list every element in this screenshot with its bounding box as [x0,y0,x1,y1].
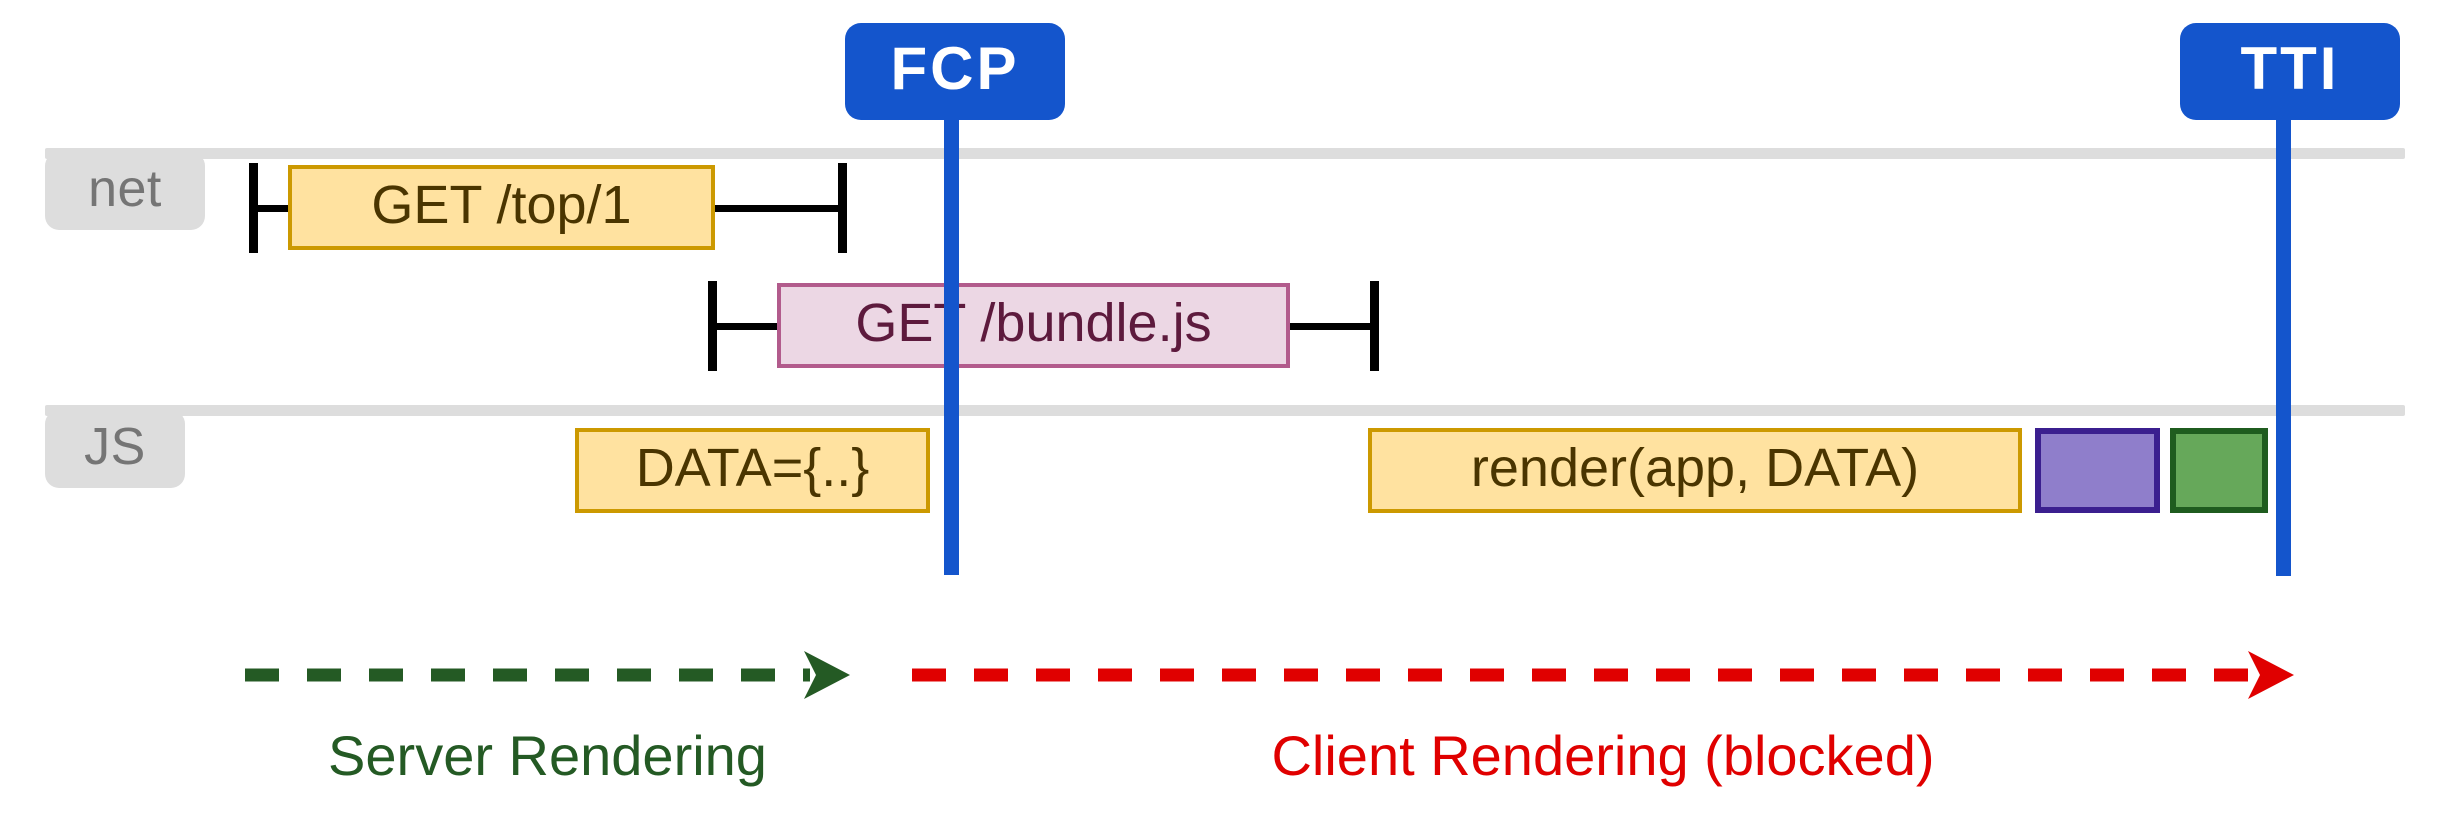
whisker-stem-right [715,204,838,212]
task-bar-get-bundle[interactable]: GET /bundle.js [777,283,1290,368]
tti-marker-line [2276,105,2291,576]
task-bar-render-call[interactable]: render(app, DATA) [1368,428,2022,513]
server-rendering-label: Server Rendering [328,724,767,787]
whisker-cap-right [838,162,847,253]
task-bar-data-assign[interactable]: DATA={..} [575,428,930,513]
whisker-stem-left [253,204,288,212]
server-rendering-arrow [245,651,850,699]
tti-badge[interactable]: TTI [2180,23,2400,120]
fcp-badge[interactable]: FCP [845,23,1065,120]
lane-label-js: JS [45,410,185,488]
lane-line-js [45,405,2405,416]
task-bar-label: GET /bundle.js [855,293,1212,353]
lane-label-net: net [45,152,205,230]
task-bar-label: render(app, DATA) [1470,438,1920,498]
task-bar-green-task[interactable] [2170,428,2268,513]
task-bar-label: GET /top/1 [371,175,632,235]
task-bar-get-top[interactable]: GET /top/1 [288,165,715,250]
client-rendering-arrow [912,651,2294,699]
whisker-stem-left [712,322,777,330]
client-rendering-label: Client Rendering (blocked) [1271,724,1935,787]
whisker-cap-right [1370,280,1379,371]
fcp-marker-line [944,105,959,575]
task-bar-label: DATA={..} [635,438,870,498]
task-bar-purple-task[interactable] [2035,428,2160,513]
lane-line-net [45,148,2405,159]
whisker-stem-right [1290,322,1370,330]
